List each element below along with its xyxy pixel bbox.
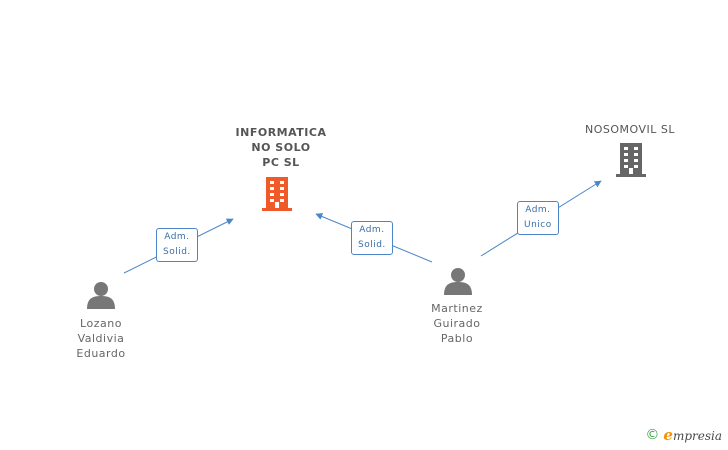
building-icon[interactable] [616,143,646,177]
brand-footer: © empresia [645,426,722,444]
person-name-martinez[interactable]: Martinez Guirado Pablo [431,302,483,345]
person-name-lozano[interactable]: Lozano Valdivia Eduardo [76,317,126,360]
copyright-icon: © [645,427,660,443]
person-icon[interactable] [87,281,115,309]
person-icon[interactable] [444,267,472,295]
building-icon[interactable] [262,177,292,211]
edge-label-martinez-role-nosomovil: Adm. Unico [517,201,559,235]
company-name-informatica[interactable]: INFORMATICA NO SOLO PC SL [235,126,327,169]
brand-logo: empresia [663,426,722,444]
edge-label-lozano-role: Adm. Solid. [156,228,198,262]
edge-label-martinez-role-informatica: Adm. Solid. [351,221,393,255]
company-name-nosomovil[interactable]: NOSOMOVIL SL [585,123,675,136]
